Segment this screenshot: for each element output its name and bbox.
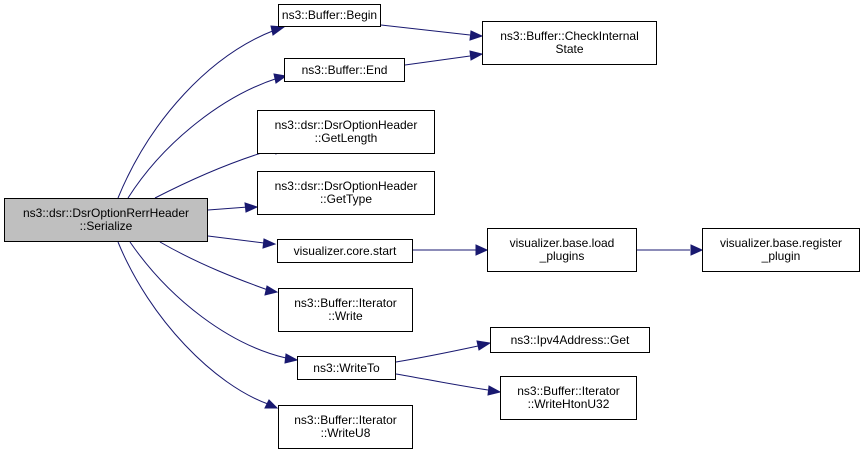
node-label-line2: State — [555, 42, 584, 56]
node-label-line1: ns3::dsr::DsrOptionRerrHeader — [22, 206, 190, 220]
node-label-line1: visualizer.core.start — [293, 243, 397, 258]
node-label-line2: _plugins — [539, 249, 585, 263]
node-ipv4address-get[interactable]: ns3::Ipv4Address::Get — [490, 327, 650, 353]
node-label-line2: _plugin — [761, 249, 801, 263]
edge-root-to-writeto — [129, 241, 287, 359]
node-buffer-iterator-write[interactable]: ns3::Buffer::Iterator::Write — [278, 288, 413, 332]
arrow-to-ipv4get — [476, 340, 492, 351]
node-visualizer-core-start[interactable]: visualizer.core.start — [277, 239, 413, 263]
node-label-line2: ::GetLength — [314, 131, 378, 145]
arrow-to-loadplugins — [475, 244, 489, 256]
node-label-line1: ns3::dsr::DsrOptionHeader — [274, 179, 418, 193]
node-label-line1: ns3::Ipv4Address::Get — [510, 332, 630, 347]
arrow-to-register — [690, 244, 704, 256]
node-label-line1: visualizer.base.register — [719, 236, 843, 250]
node-buffer-iterator-writeu8[interactable]: ns3::Buffer::Iterator::WriteU8 — [278, 405, 413, 449]
arrow-to-writehton — [487, 385, 502, 396]
node-label-line1: ns3::Buffer::CheckInternal — [500, 29, 639, 43]
node-buffer-begin[interactable]: ns3::Buffer::Begin — [278, 4, 381, 27]
node-buffer-iterator-writehtonu32[interactable]: ns3::Buffer::Iterator::WriteHtonU32 — [500, 376, 637, 420]
edge-end-to-check — [404, 55, 471, 66]
node-label-line1: ns3::WriteTo — [313, 360, 380, 375]
node-label-line1: ns3::Buffer::Iterator — [294, 296, 397, 310]
arrow-to-check-from-end — [469, 50, 484, 61]
node-writeto[interactable]: ns3::WriteTo — [297, 356, 396, 380]
edge-root-to-begin — [117, 29, 276, 199]
arrow-to-iterwrite — [264, 285, 279, 296]
node-label-line2: ::GetType — [319, 192, 372, 206]
node-label-line1: ns3::Buffer::Begin — [281, 8, 378, 22]
node-label-line1: visualizer.base.load — [509, 236, 615, 250]
arrow-to-check-from-begin — [469, 30, 484, 41]
arrow-to-start — [262, 238, 277, 249]
edge-root-to-end — [127, 77, 279, 199]
edge-root-to-gettype — [207, 206, 249, 211]
node-label-line2: ::Serialize — [79, 219, 133, 233]
node-label-line1: ns3::dsr::DsrOptionHeader — [274, 118, 418, 132]
node-visualizer-base-load-plugins[interactable]: visualizer.base.load_plugins — [487, 228, 637, 272]
arrow-to-writeu8 — [264, 399, 279, 409]
edge-writeto-to-writehton — [395, 373, 489, 391]
node-label-line2: ::WriteU8 — [320, 426, 371, 440]
node-label-line1: ns3::Buffer::End — [301, 62, 388, 77]
arrow-to-begin — [270, 25, 286, 36]
arrow-to-gettype — [244, 202, 259, 213]
edge-begin-to-check — [380, 24, 471, 36]
arrow-to-writeto — [284, 353, 299, 364]
node-dsroptionheader-getlength[interactable]: ns3::dsr::DsrOptionHeader::GetLength — [257, 110, 435, 154]
node-visualizer-base-register-plugin[interactable]: visualizer.base.register_plugin — [702, 228, 860, 272]
node-label-line1: ns3::Buffer::Iterator — [294, 413, 397, 427]
node-label-line1: ns3::Buffer::Iterator — [517, 384, 620, 398]
edge-writeto-to-ipv4get — [395, 345, 479, 363]
node-label-line2: ::Write — [328, 309, 363, 323]
node-dsroptionheader-gettype[interactable]: ns3::dsr::DsrOptionHeader::GetType — [257, 171, 435, 215]
edge-root-to-writeu8 — [117, 241, 269, 405]
node-label-line2: ::WriteHtonU32 — [527, 397, 610, 411]
node-buffer-end[interactable]: ns3::Buffer::End — [284, 58, 405, 82]
node-root-serialize[interactable]: ns3::dsr::DsrOptionRerrHeader::Serialize — [4, 198, 208, 242]
arrow-to-end — [273, 73, 288, 84]
edge-root-to-iterwrite — [159, 241, 269, 291]
edge-root-to-start — [207, 235, 265, 244]
